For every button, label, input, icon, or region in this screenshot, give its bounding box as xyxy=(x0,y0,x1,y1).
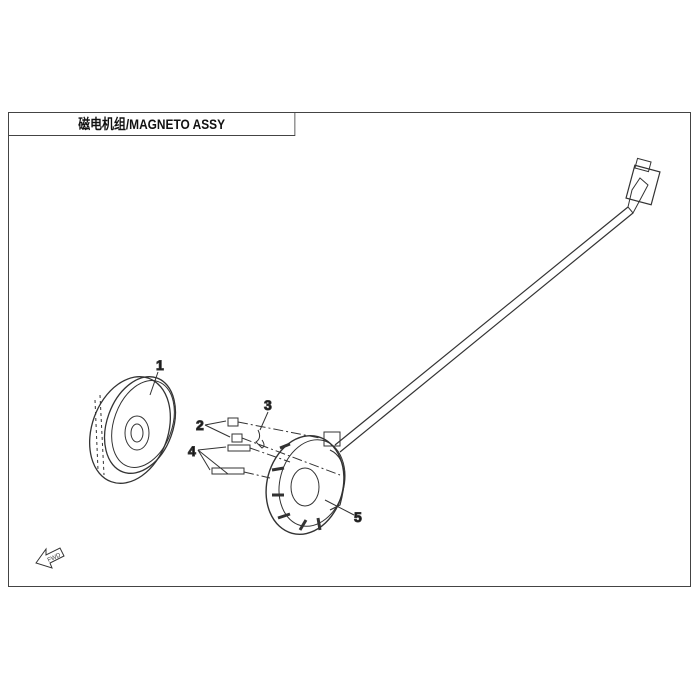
callout-3: 3 xyxy=(264,397,272,413)
bolts xyxy=(197,417,341,479)
callout-5: 5 xyxy=(354,509,362,525)
stator-assembly xyxy=(265,435,355,535)
diagram-frame xyxy=(8,112,691,587)
diagram-title: 磁电机组/MAGNETO ASSY xyxy=(8,112,296,136)
flywheel-rotor xyxy=(88,371,177,484)
callout-1: 1 xyxy=(156,357,164,373)
callout-4: 4 xyxy=(188,443,196,459)
wire-harness xyxy=(323,157,661,453)
forward-arrow-icon: FWD xyxy=(35,547,65,569)
callout-2: 2 xyxy=(196,417,204,433)
fwd-label: FWD xyxy=(47,552,63,563)
wire-clamp xyxy=(255,411,269,449)
